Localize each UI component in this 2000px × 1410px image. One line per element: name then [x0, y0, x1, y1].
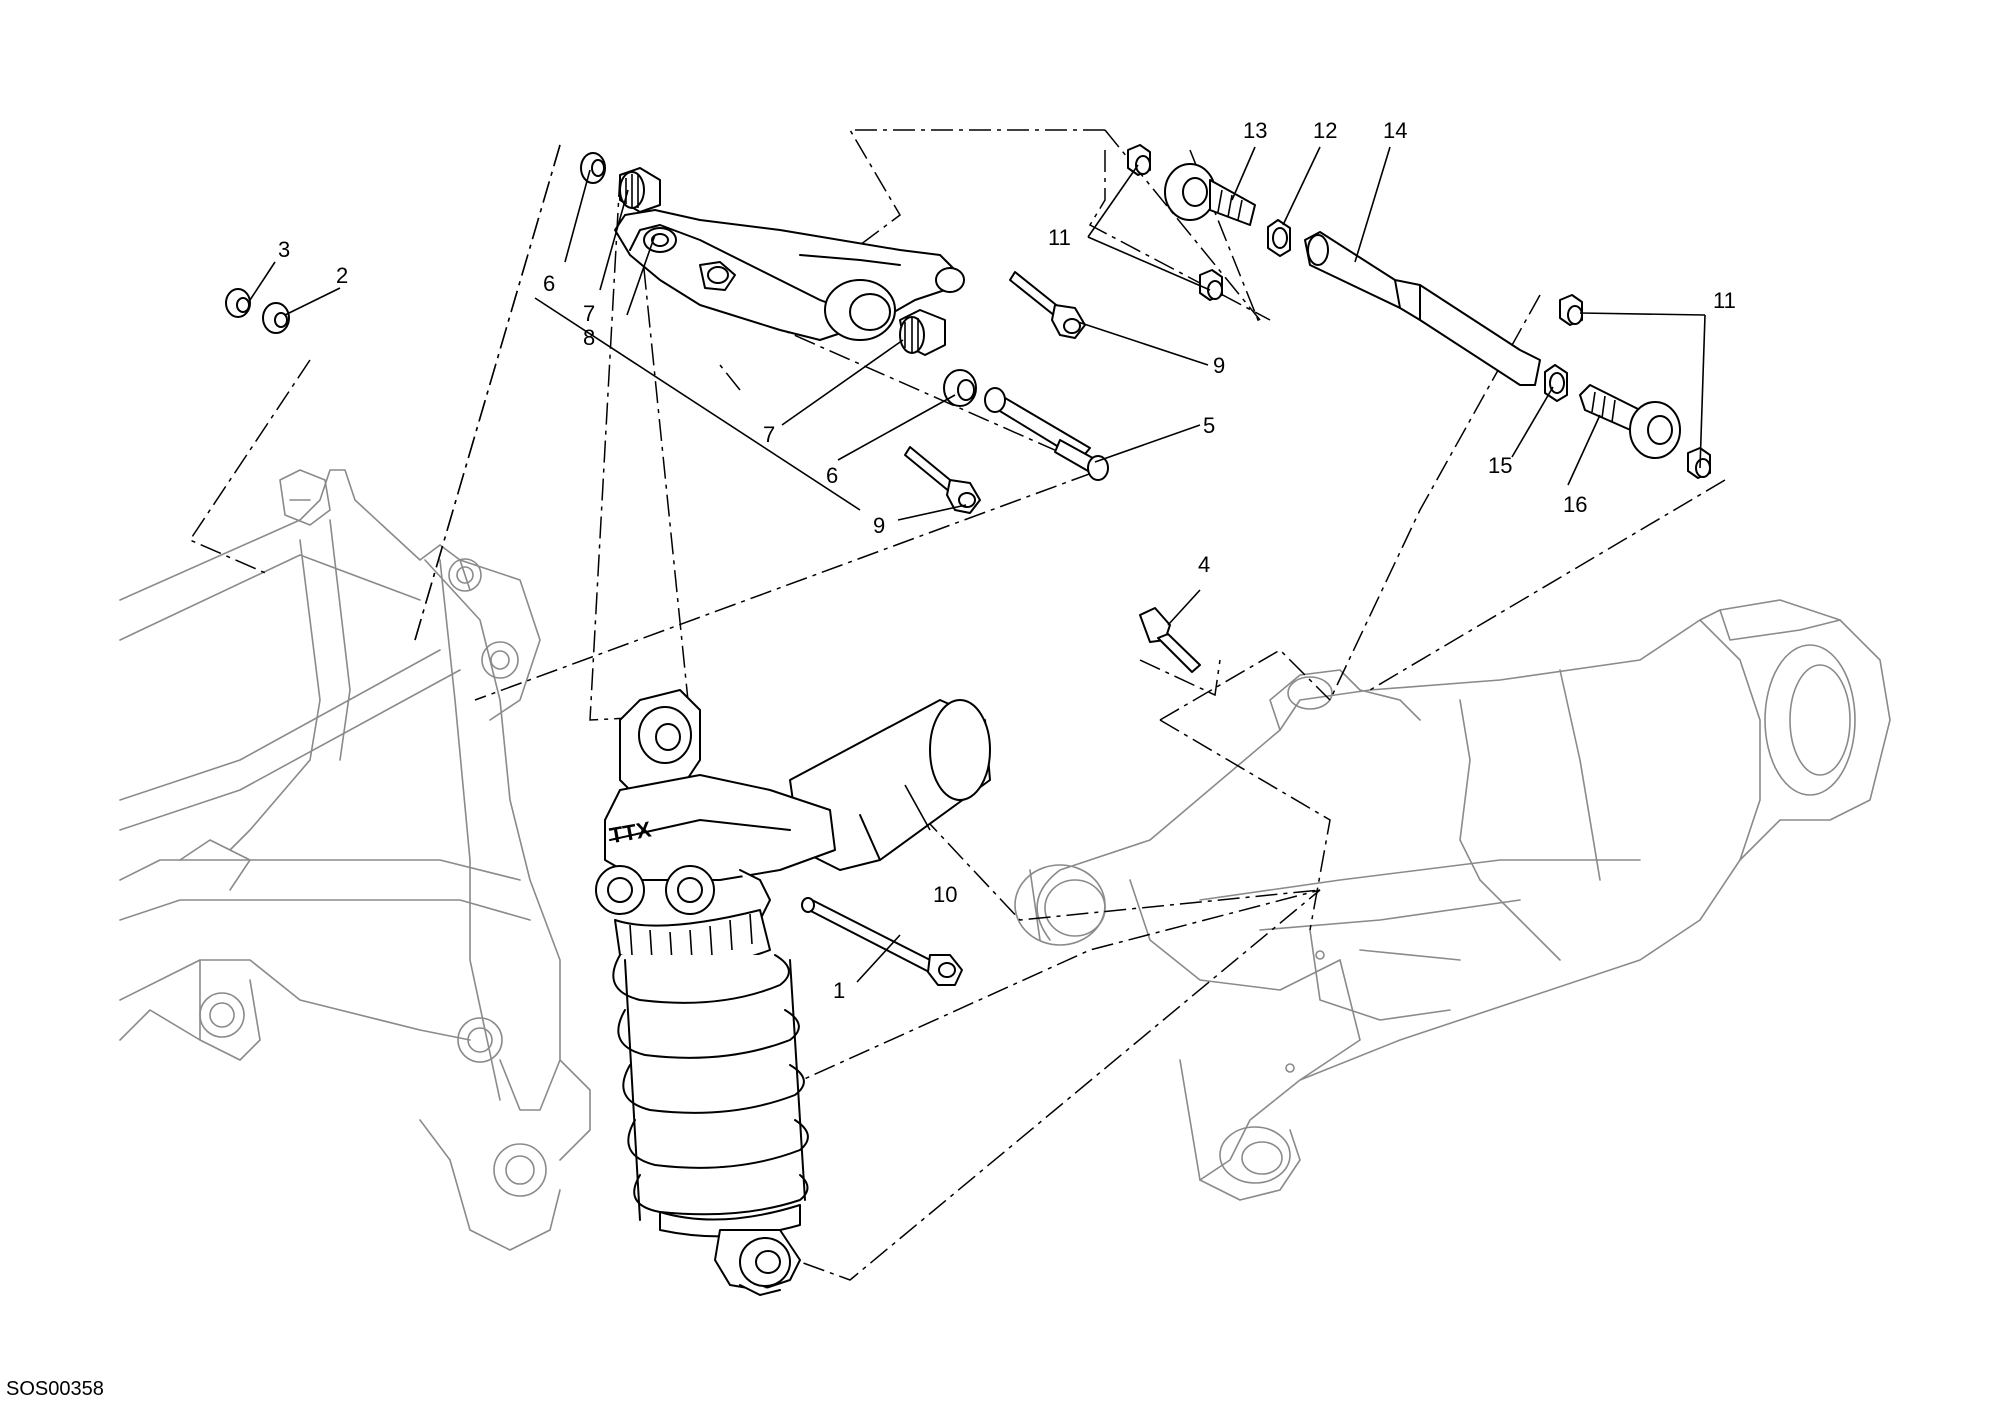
- callout-15: 15: [1488, 453, 1512, 478]
- bolt-9-bottom: [904, 446, 981, 514]
- bushing-11-top-left: [1127, 144, 1151, 176]
- bolt-1: [801, 897, 963, 986]
- callout-4: 4: [1198, 552, 1210, 577]
- callout-7-top: 7: [583, 301, 595, 326]
- nut-12: [1267, 219, 1291, 257]
- washer-6-bottom: [943, 369, 977, 407]
- bolt-4: [1139, 607, 1201, 673]
- callout-3: 3: [278, 237, 290, 262]
- rocker-arm: [614, 209, 965, 341]
- shock-absorber: [595, 689, 991, 1296]
- nut-3: [225, 288, 251, 318]
- callout-8: 8: [583, 325, 595, 350]
- callout-9-top: 9: [1213, 353, 1225, 378]
- callout-5: 5: [1203, 413, 1215, 438]
- callout-labels: 1 2 3 4 5 6 6 7 7 8 9 9 10 11 11 12 13 1…: [278, 118, 1736, 1003]
- rod-end-13: [1164, 163, 1256, 226]
- pin-5: [984, 387, 1109, 481]
- bolt-9-top: [1009, 271, 1086, 339]
- callout-9-bottom: 9: [873, 513, 885, 538]
- swingarm-outline: [1014, 599, 1891, 1201]
- needle-bearing-7-top: [619, 167, 661, 213]
- callout-7-bottom: 7: [763, 422, 775, 447]
- callout-11-left: 11: [1048, 225, 1071, 250]
- frame-outline: [119, 469, 591, 1251]
- callout-10: 10: [933, 882, 957, 907]
- washer-6-top: [580, 152, 606, 184]
- needle-bearing-7-bottom: [899, 309, 946, 356]
- callout-2: 2: [336, 263, 348, 288]
- leader-lines: [249, 146, 1706, 983]
- washer-2: [262, 302, 290, 334]
- callout-16: 16: [1563, 492, 1587, 517]
- callout-6-bottom: 6: [826, 463, 838, 488]
- callout-11-right: 11: [1713, 288, 1736, 313]
- bushing-11-right-bottom: [1687, 447, 1711, 479]
- tie-rod-14: [1304, 231, 1541, 386]
- callout-12: 12: [1313, 118, 1337, 143]
- callout-14: 14: [1383, 118, 1407, 143]
- callout-13: 13: [1243, 118, 1267, 143]
- drawing-code: SOS00358: [6, 1378, 104, 1400]
- callout-6-top: 6: [543, 271, 555, 296]
- bushing-11-lower-left: [1199, 269, 1223, 301]
- assembly-lines: [188, 129, 1726, 1281]
- rod-end-16: [1579, 384, 1681, 459]
- bushing-11-right-top: [1559, 294, 1583, 326]
- callout-1: 1: [833, 978, 845, 1003]
